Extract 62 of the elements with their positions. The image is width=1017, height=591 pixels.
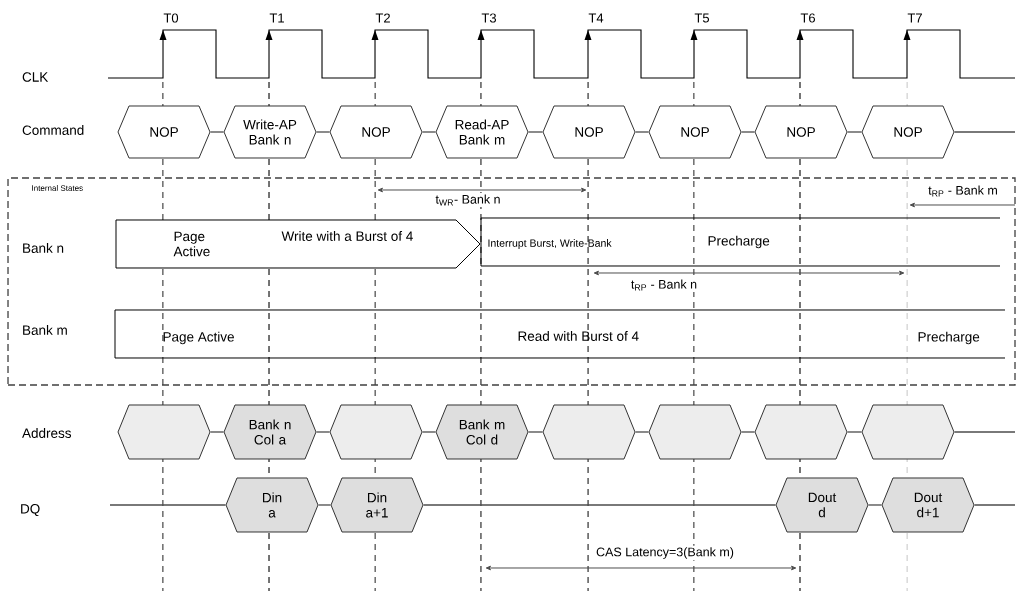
bus-line [421, 131, 437, 133]
signal-name: DQ [18, 502, 42, 518]
bus-line [317, 504, 332, 506]
state-band: Page Active Read with Burst of 4 Precharge [114, 309, 1006, 359]
dont-care-hexagon [542, 404, 636, 460]
bus-line [867, 504, 883, 506]
bus-line [846, 131, 863, 133]
clock-edge-label: T1 [267, 12, 287, 24]
timing-label: t$_{RP}$ - Bank m [926, 184, 1000, 198]
bus-value-hexagon: Din a+1 [330, 477, 424, 533]
bus-value-hexagon: Bank n Col a [223, 404, 317, 460]
signal-name: Bank m [20, 323, 70, 337]
timing-label: CAS Latency=3(Bank m) [594, 545, 736, 561]
bus-line [527, 131, 544, 133]
bus-line [315, 431, 331, 433]
signal-name: CLK [20, 70, 50, 84]
bus-value-hexagon: NOP [754, 105, 848, 159]
state-band: Interrupt Burst, Write-Bank Precharge [480, 217, 1001, 267]
signal-name: Command [20, 123, 86, 137]
bus-line [109, 504, 227, 506]
clock-edge-label: T3 [479, 11, 499, 25]
bus-line [527, 431, 544, 433]
bus-value-hexagon: Dout d+1 [881, 477, 975, 533]
bus-value-hexagon: NOP [648, 105, 742, 159]
clock-edge-label: T6 [798, 11, 818, 25]
bus-value-hexagon: Din a [225, 477, 319, 533]
bus-line [421, 431, 437, 433]
bus-value-hexagon: NOP [861, 105, 955, 159]
bus-line [846, 431, 863, 433]
clock-edge-label: T5 [692, 11, 712, 25]
bus-line [209, 131, 225, 133]
clock-edge-label: T7 [905, 12, 925, 24]
signal-name: Address [20, 426, 74, 440]
bus-line [315, 131, 331, 133]
signal-name: Bank n [20, 241, 66, 255]
bus-value-hexagon: Read-AP Bank m [435, 105, 529, 159]
dont-care-hexagon [648, 404, 742, 460]
bus-value-hexagon: NOP [329, 105, 423, 159]
bus-value-hexagon: Bank m Col d [435, 404, 529, 460]
bus-line [973, 504, 1016, 506]
dont-care-hexagon [861, 404, 955, 460]
bus-line [953, 431, 1016, 433]
dont-care-hexagon [329, 404, 423, 460]
bus-value-hexagon: Dout d [775, 477, 869, 533]
dont-care-hexagon [754, 404, 848, 460]
dont-care-hexagon [117, 404, 211, 460]
bus-value-hexagon: NOP [117, 105, 211, 159]
clock-edge-label: T2 [373, 11, 393, 25]
timing-label: t$_{WR}$- Bank n [433, 193, 503, 207]
state-band: Page Active Write with a Burst of 4 [115, 219, 481, 269]
timing-label: t$_{RP}$ - Bank n [629, 278, 699, 292]
bus-line [209, 431, 225, 433]
bus-line [953, 131, 1016, 133]
bus-line [634, 431, 650, 433]
bus-line [740, 431, 756, 433]
bus-value-hexagon: NOP [542, 105, 636, 159]
clock-edge-label: T4 [586, 12, 606, 24]
bus-line [422, 504, 777, 506]
bus-line [634, 131, 650, 133]
bus-line [740, 131, 756, 133]
bus-value-hexagon: Write-AP Bank n [223, 105, 317, 159]
clock-edge-label: T0 [161, 11, 181, 25]
